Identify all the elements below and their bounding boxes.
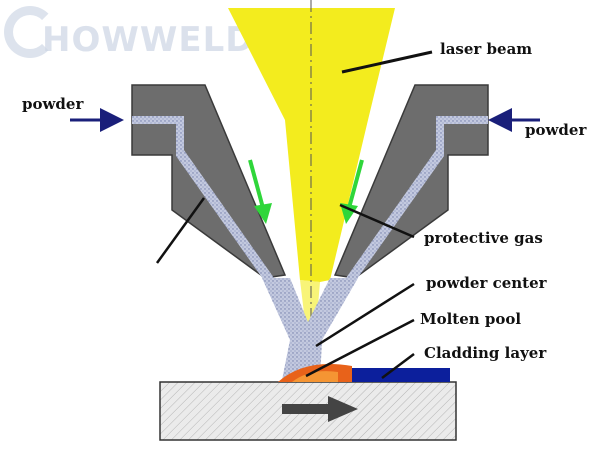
left-powder-channel <box>132 116 293 310</box>
gas-arrow-left <box>248 159 272 224</box>
leader-powder-center <box>315 282 415 348</box>
label-cladding-layer: Cladding layer <box>424 344 547 362</box>
leader-laser-beam <box>341 50 433 74</box>
label-laser-beam: laser beam <box>440 40 533 58</box>
left-nozzle <box>131 84 287 279</box>
laser-beam <box>228 8 395 282</box>
label-powder-right: powder <box>525 121 587 139</box>
leader-cladding-layer <box>381 353 415 379</box>
right-nozzle <box>333 84 489 279</box>
watermark-text: HOWWELD <box>42 20 255 60</box>
powder-stream <box>262 278 358 380</box>
substrate-motion-arrow <box>282 396 358 422</box>
right-powder-channel <box>327 116 488 310</box>
leader-molten-pool <box>305 318 415 378</box>
label-powder-left: powder <box>22 95 84 113</box>
watermark-logo-icon <box>4 6 56 58</box>
leader-protective-gas <box>339 203 415 239</box>
label-protective-gas: protective gas <box>424 229 543 247</box>
label-molten-pool: Molten pool <box>420 310 522 328</box>
leader-nozzle-left <box>155 197 206 264</box>
label-powder-center: powder center <box>426 274 547 292</box>
cladding-layer <box>335 368 450 382</box>
